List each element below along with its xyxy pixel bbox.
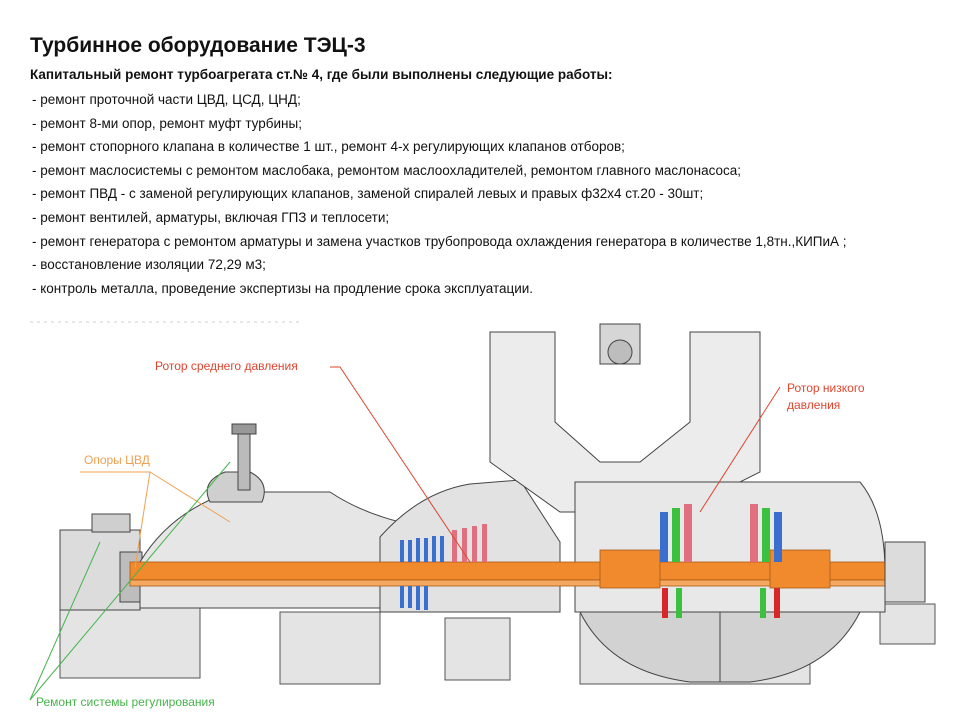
hp-supports-label: Опоры ЦВД [84,453,150,467]
rotor-low-label-line2: давления [787,398,841,412]
rotor-mid-leader [330,366,471,563]
list-item: - ремонт проточной части ЦВД, ЦСД, ЦНД; [32,92,301,107]
turbine-cross-section [29,321,936,701]
list-item: - ремонт вентилей, арматуры, включая ГПЗ… [32,209,390,225]
ip-casing [379,479,561,613]
list-item: - контроль металла, проведение экспертиз… [32,280,534,296]
lp-blades [660,504,782,618]
list-item: - ремонт ПВД - с заменой регулирующих кл… [32,186,704,202]
list-item: - ремонт генератора с ремонтом арматуры … [32,233,847,249]
generator-coupling [884,541,926,603]
hp-blades [400,536,444,610]
list-item: - ремонт маслосистемы с ремонтом маслоба… [32,162,742,178]
rotor-low-label: Ротор низкого давления [787,380,865,414]
list-item: - восстановление изоляции 72,29 м3; [32,257,266,273]
page-title: Турбинное оборудование ТЭЦ-3 [30,34,366,57]
rotor-shaft [129,549,891,589]
rotor-low-leader [699,386,781,513]
hp-supports-leader-2 [149,471,231,523]
list-item: - ремонт 8-ми опор, ремонт муфт турбины; [32,115,302,131]
rotor-low-label-line1: Ротор низкого [787,381,865,395]
regulation-label: Ремонт системы регулирования [36,695,215,709]
regulation-leader-2 [29,461,231,701]
rotor-mid-label: Ротор среднего давления [155,359,298,373]
page-subtitle: Капитальный ремонт турбоагрегата ст.№ 4,… [30,67,613,82]
list-item: - ремонт стопорного клапана в количестве… [32,139,625,155]
ip-blades [452,524,487,562]
regulation-leader [29,541,101,701]
works-list: - ремонт проточной части ЦВД, ЦСД, ЦНД; … [32,88,847,300]
crossover-pipes [489,323,761,513]
